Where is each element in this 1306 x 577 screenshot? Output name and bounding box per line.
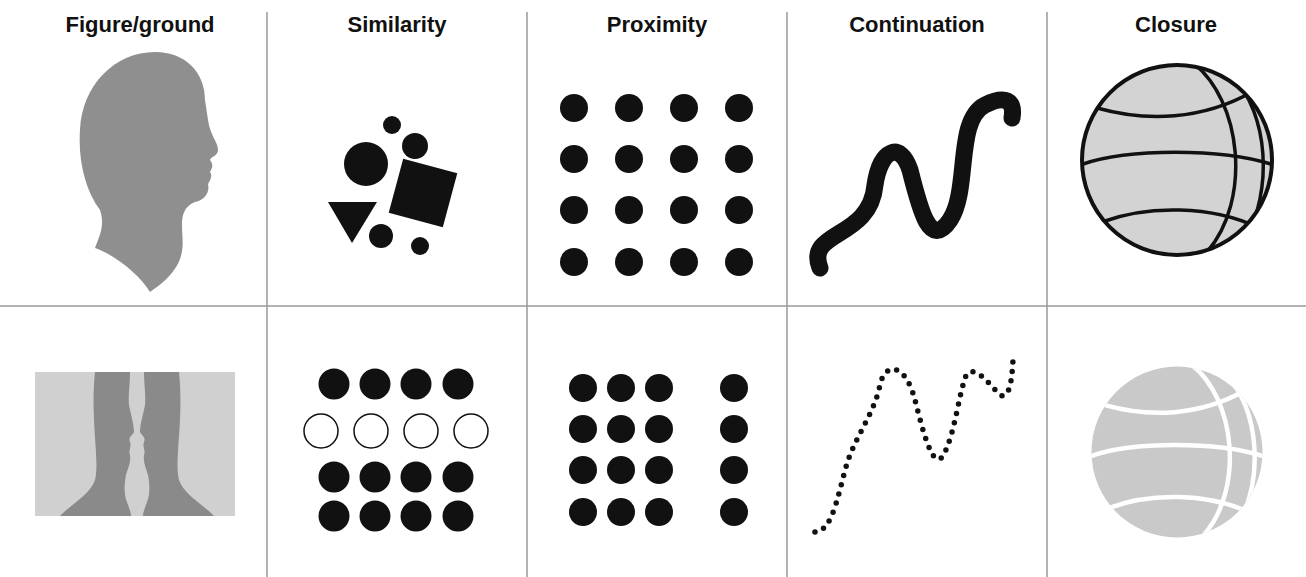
head-silhouette bbox=[80, 52, 218, 292]
grid-lines bbox=[0, 12, 1306, 577]
column-heading: Continuation bbox=[849, 12, 985, 38]
column-heading: Similarity bbox=[347, 12, 446, 38]
column-heading: Figure/ground bbox=[65, 12, 214, 38]
basketball-outlined bbox=[1080, 62, 1274, 255]
shape-cluster bbox=[328, 116, 457, 255]
proximity-groups bbox=[569, 374, 748, 526]
vase-faces bbox=[35, 372, 235, 516]
similarity-dots bbox=[304, 369, 488, 532]
thick-squiggle bbox=[818, 100, 1013, 268]
column-heading: Closure bbox=[1135, 12, 1217, 38]
column-heading: Proximity bbox=[607, 12, 707, 38]
basketball-implied bbox=[1090, 364, 1265, 538]
dotted-squiggle bbox=[815, 360, 1013, 532]
proximity-grid bbox=[560, 94, 753, 276]
